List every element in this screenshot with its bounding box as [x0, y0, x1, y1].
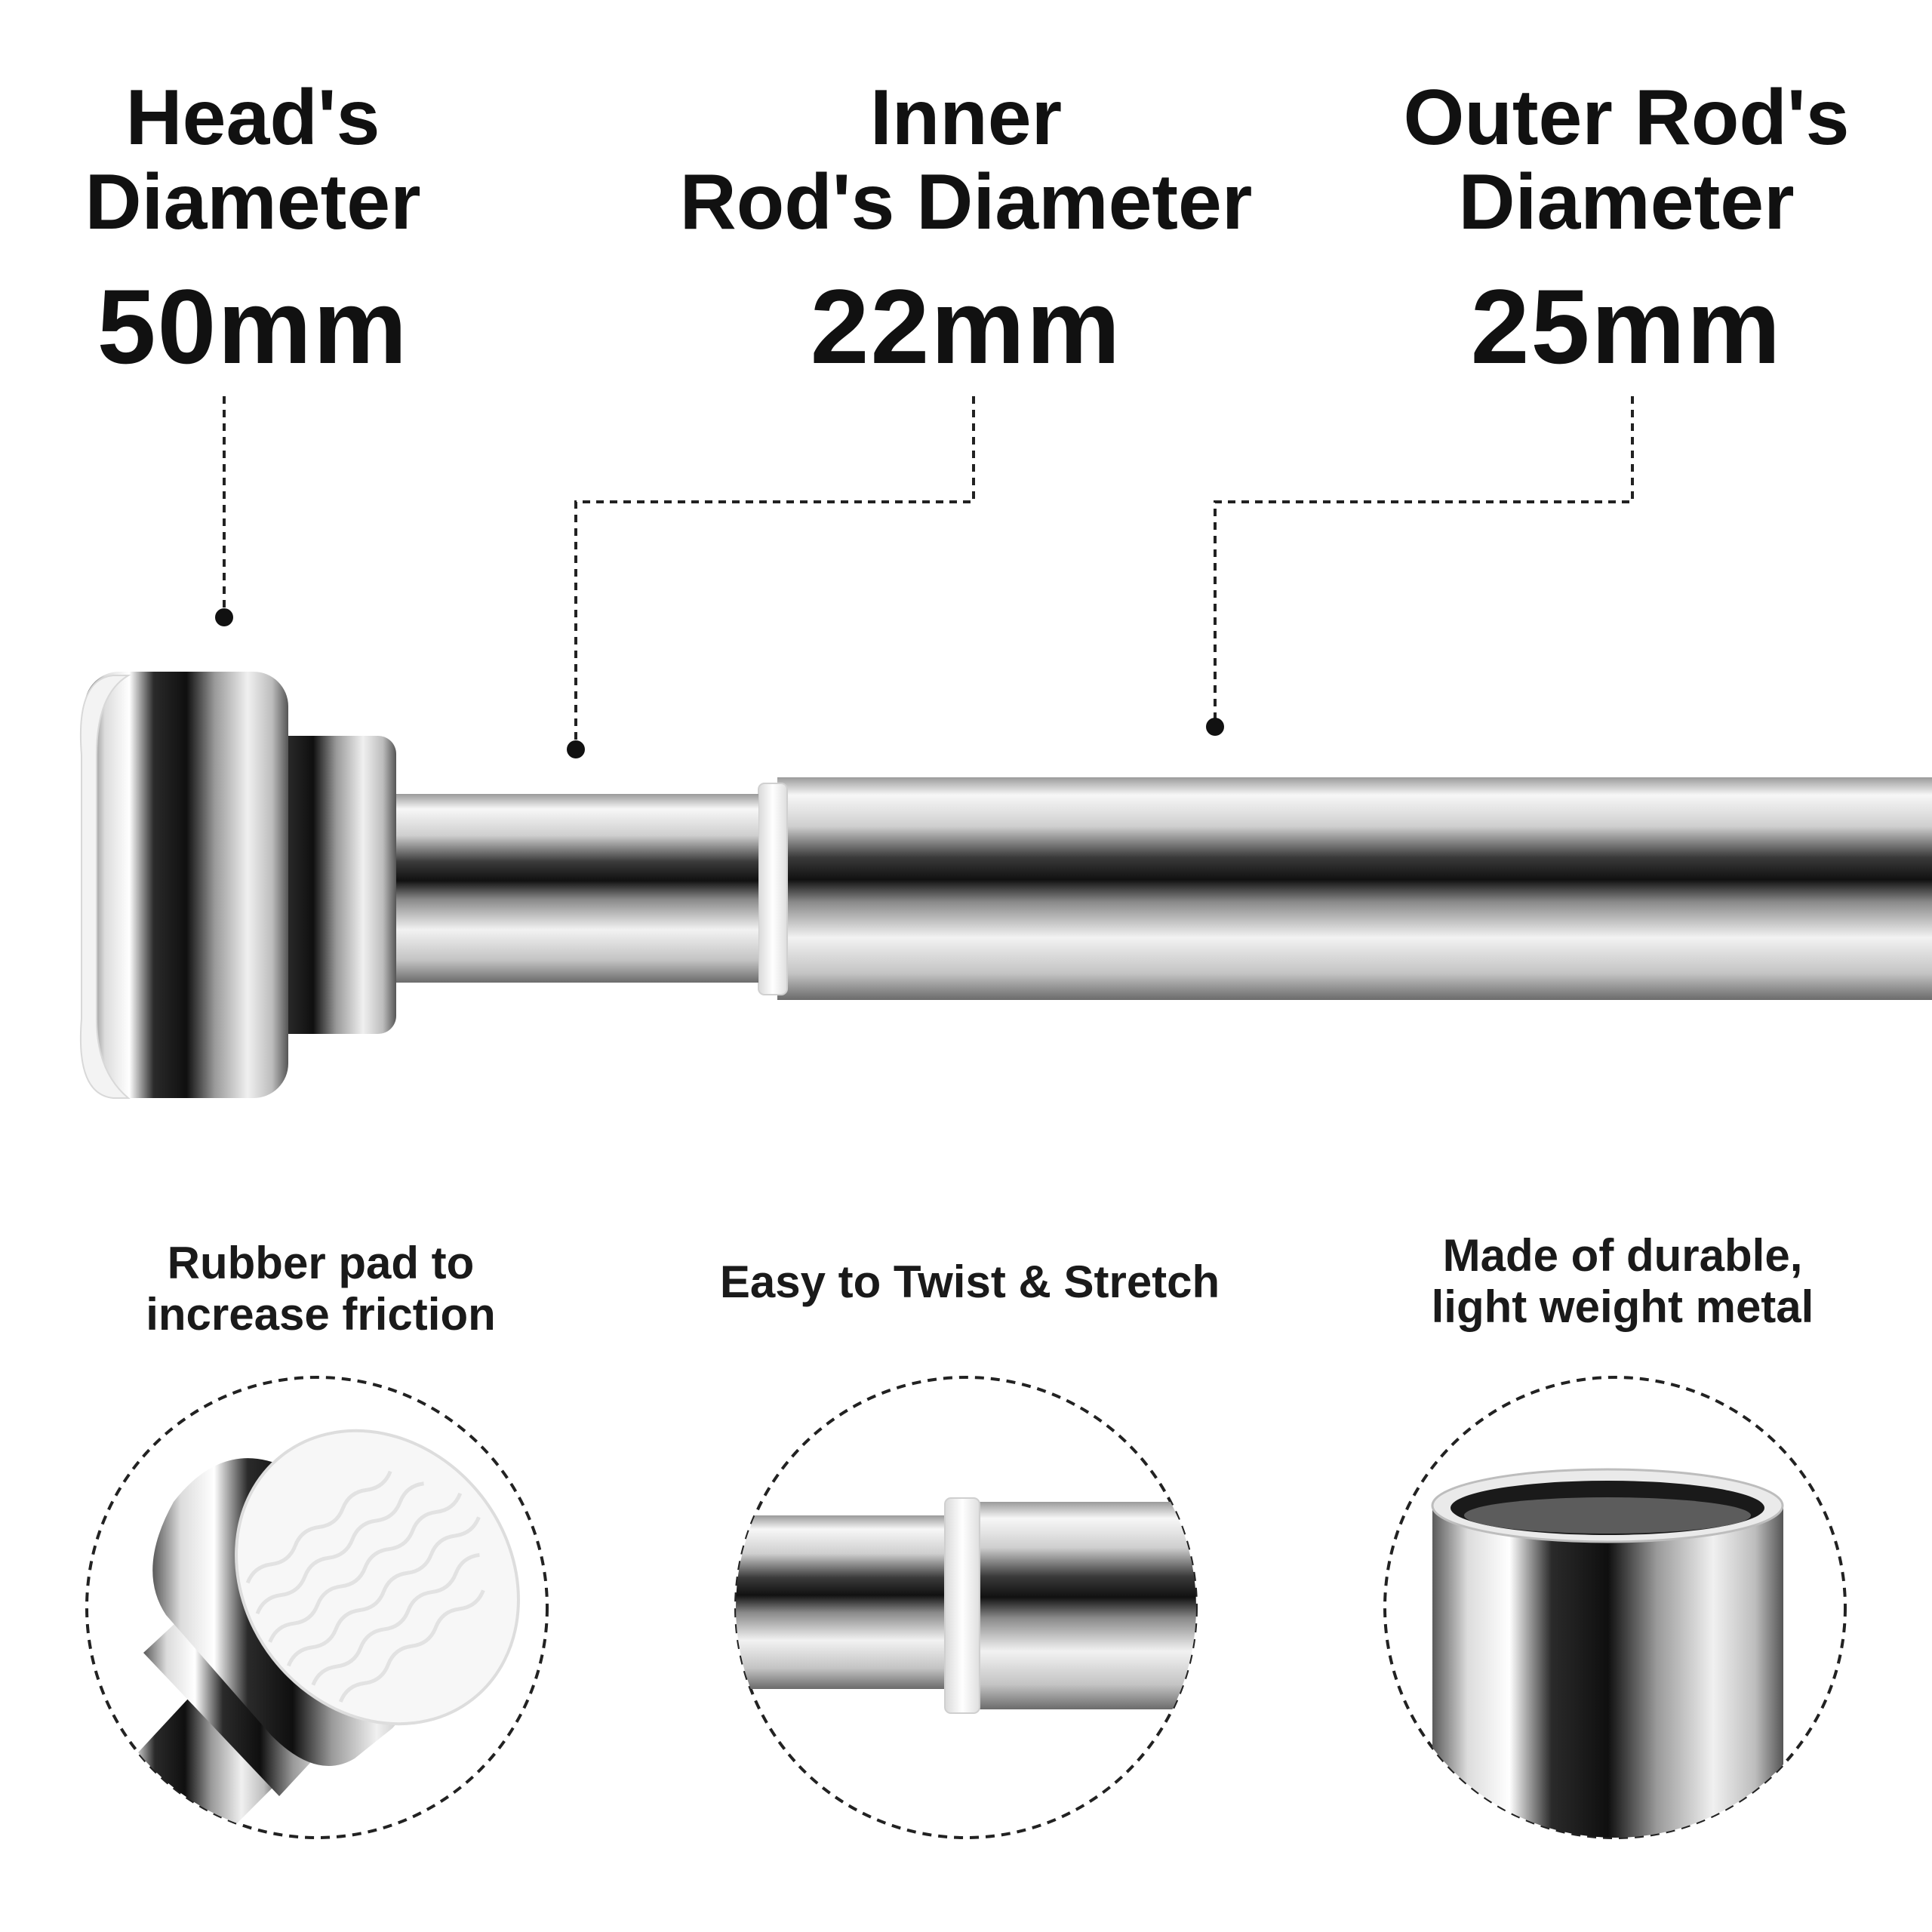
feature-twist-line1: Easy to Twist & Stretch [719, 1257, 1220, 1307]
guide-line-outer [1214, 396, 1634, 721]
feature-metal-line1: Made of durable, [1442, 1230, 1803, 1281]
spec-outer-rod-diameter: Outer Rod's Diameter 25mm [1351, 75, 1902, 383]
feature-rubber-line2: increase friction [146, 1289, 496, 1340]
joint-ring-closeup [944, 1497, 980, 1714]
rod-joint-closeup [736, 1497, 1196, 1714]
feature-durable-metal: Made of durable, light weight metal [1358, 1230, 1887, 1333]
spec-outer-title: Outer Rod's Diameter [1351, 75, 1902, 245]
spec-inner-title: Inner Rod's Diameter [626, 75, 1306, 245]
guide-dot-head [215, 608, 233, 626]
rubber-pad-edge [79, 675, 131, 1099]
spec-head-title-line2: Diameter [85, 158, 421, 246]
spec-head-title: Head's Diameter [23, 75, 483, 245]
feature-circle-metal [1383, 1376, 1847, 1839]
rubber-pad-closeup [91, 1429, 520, 1838]
feature-rubber-line1: Rubber pad to [167, 1238, 475, 1288]
outer-rod [777, 777, 1932, 1000]
spec-inner-title-line2: Rod's Diameter [679, 158, 1253, 246]
guide-dot-inner [567, 740, 585, 758]
head-base [85, 672, 288, 1098]
rubber-pad-face [235, 1429, 520, 1726]
feature-metal-line2: light weight metal [1431, 1281, 1814, 1332]
tension-rod [79, 672, 1932, 1099]
spec-head-diameter: Head's Diameter 50mm [23, 75, 483, 383]
tube-end-closeup [1431, 1468, 1784, 1838]
feature-twist-stretch: Easy to Twist & Stretch [649, 1257, 1291, 1308]
spec-outer-value: 25mm [1470, 267, 1783, 386]
inner-rod [377, 794, 758, 983]
joint-ring [758, 783, 788, 995]
spec-inner-title-line1: Inner [869, 74, 1063, 162]
spec-head-title-line1: Head's [125, 74, 380, 162]
feature-rubber-pad: Rubber pad to increase friction [60, 1238, 581, 1340]
guide-lines [223, 396, 1634, 743]
guide-line-inner [574, 396, 975, 743]
spec-head-value: 50mm [97, 267, 409, 386]
spec-inner-rod-diameter: Inner Rod's Diameter 22mm [626, 75, 1306, 383]
spec-outer-title-line1: Outer Rod's [1403, 74, 1850, 162]
feature-circle-rubber [85, 1376, 549, 1839]
guide-dot-outer [1206, 718, 1224, 736]
spec-inner-value: 22mm [810, 267, 1122, 386]
spec-outer-title-line2: Diameter [1458, 158, 1795, 246]
